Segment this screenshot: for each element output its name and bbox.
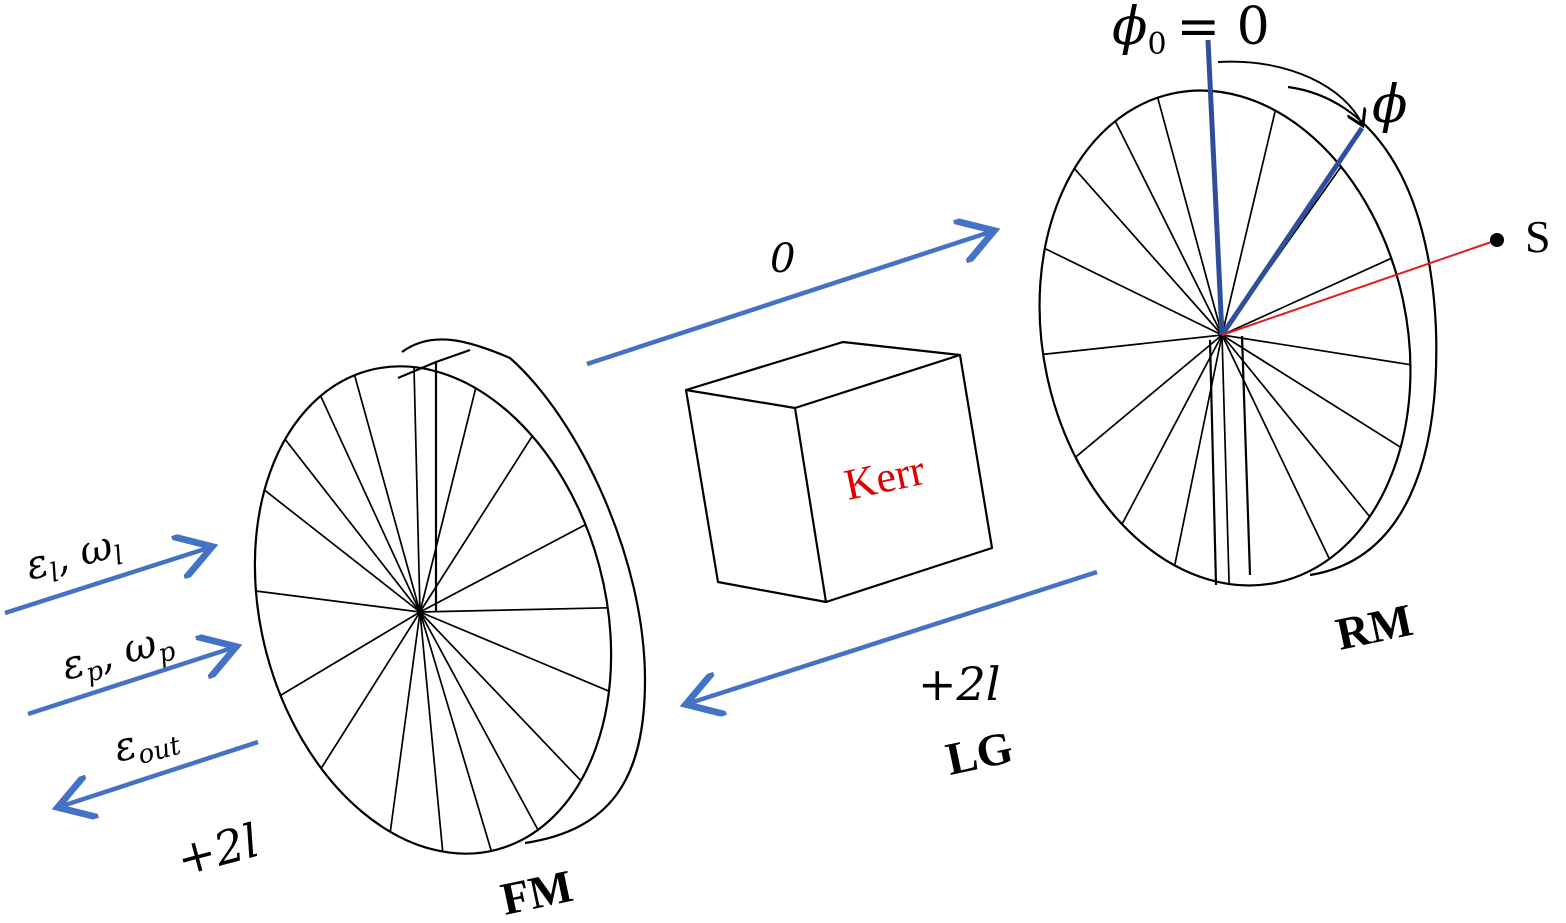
output-beam bbox=[62, 739, 259, 806]
rm-label: RM bbox=[1331, 594, 1417, 660]
undefined-spoke bbox=[1043, 334, 1223, 356]
undefined-spoke bbox=[419, 611, 582, 782]
rm-face bbox=[1038, 89, 1412, 587]
fm-label: FM bbox=[496, 860, 577, 923]
undefined-spoke bbox=[419, 611, 610, 692]
phi0-line bbox=[1205, 39, 1225, 336]
lg-label: LG bbox=[941, 721, 1017, 785]
undefined-spoke bbox=[1114, 120, 1223, 336]
return-beam-charge: +2l bbox=[918, 657, 1001, 711]
rear-mirror bbox=[1038, 85, 1438, 587]
fm-face bbox=[253, 365, 613, 855]
forward-beam bbox=[586, 232, 990, 367]
source-point bbox=[1490, 233, 1504, 247]
input-beam-l bbox=[4, 548, 208, 616]
front-mirror bbox=[253, 338, 647, 855]
output-charge: +2l bbox=[171, 813, 265, 887]
undefined-spoke bbox=[1221, 334, 1331, 560]
undefined-spoke bbox=[1156, 97, 1223, 336]
eps-l-label: εl, ωl bbox=[21, 520, 127, 594]
undefined-spoke bbox=[419, 606, 608, 613]
undefined-spoke bbox=[1221, 334, 1402, 449]
undefined-spoke bbox=[1221, 334, 1371, 518]
eps-out-label: εout bbox=[109, 710, 185, 776]
undefined-spoke bbox=[389, 611, 421, 832]
fm-rim bbox=[401, 338, 647, 845]
source-label: S bbox=[1525, 211, 1551, 262]
undefined-spoke bbox=[419, 523, 586, 613]
rotation-arrow bbox=[1217, 60, 1362, 124]
return-beam bbox=[690, 569, 1098, 703]
input-beam-p bbox=[27, 648, 232, 717]
undefined-spoke bbox=[319, 395, 421, 613]
undefined-spoke bbox=[1074, 334, 1223, 458]
forward-beam-charge: 0 bbox=[770, 236, 795, 282]
undefined-spoke bbox=[255, 590, 421, 613]
undefined-spoke bbox=[284, 438, 421, 613]
undefined-spoke bbox=[1221, 257, 1392, 336]
undefined-spoke bbox=[1073, 168, 1223, 336]
undefined-spoke bbox=[419, 611, 539, 831]
svg-text:εout: εout bbox=[109, 710, 185, 776]
phi0-label: ϕ0= 0 bbox=[1112, 0, 1270, 62]
svg-text:εl, ωl: εl, ωl bbox=[21, 520, 127, 594]
phi-label: ϕ bbox=[1372, 75, 1407, 135]
undefined-spoke bbox=[1121, 334, 1223, 525]
undefined-spoke bbox=[280, 611, 421, 697]
undefined-spoke bbox=[419, 387, 477, 613]
undefined-spoke bbox=[263, 489, 421, 613]
undefined-spoke bbox=[419, 435, 534, 613]
undefined-spoke bbox=[1044, 247, 1223, 336]
undefined-spoke bbox=[353, 374, 421, 613]
undefined-spoke bbox=[1221, 334, 1411, 366]
undefined-spoke bbox=[1221, 334, 1230, 585]
undefined-spoke bbox=[320, 611, 421, 769]
undefined-spoke bbox=[419, 611, 444, 852]
undefined-spoke bbox=[413, 367, 421, 613]
rm-rim bbox=[1287, 85, 1438, 577]
undefined-spoke bbox=[419, 611, 493, 852]
kerr-cube: Kerr bbox=[684, 340, 994, 604]
kerr-label: Kerr bbox=[840, 445, 929, 510]
phi-line bbox=[1219, 126, 1365, 337]
undefined-spoke bbox=[1221, 110, 1277, 336]
undefined-spoke bbox=[1173, 334, 1223, 566]
source-line bbox=[1221, 239, 1498, 336]
